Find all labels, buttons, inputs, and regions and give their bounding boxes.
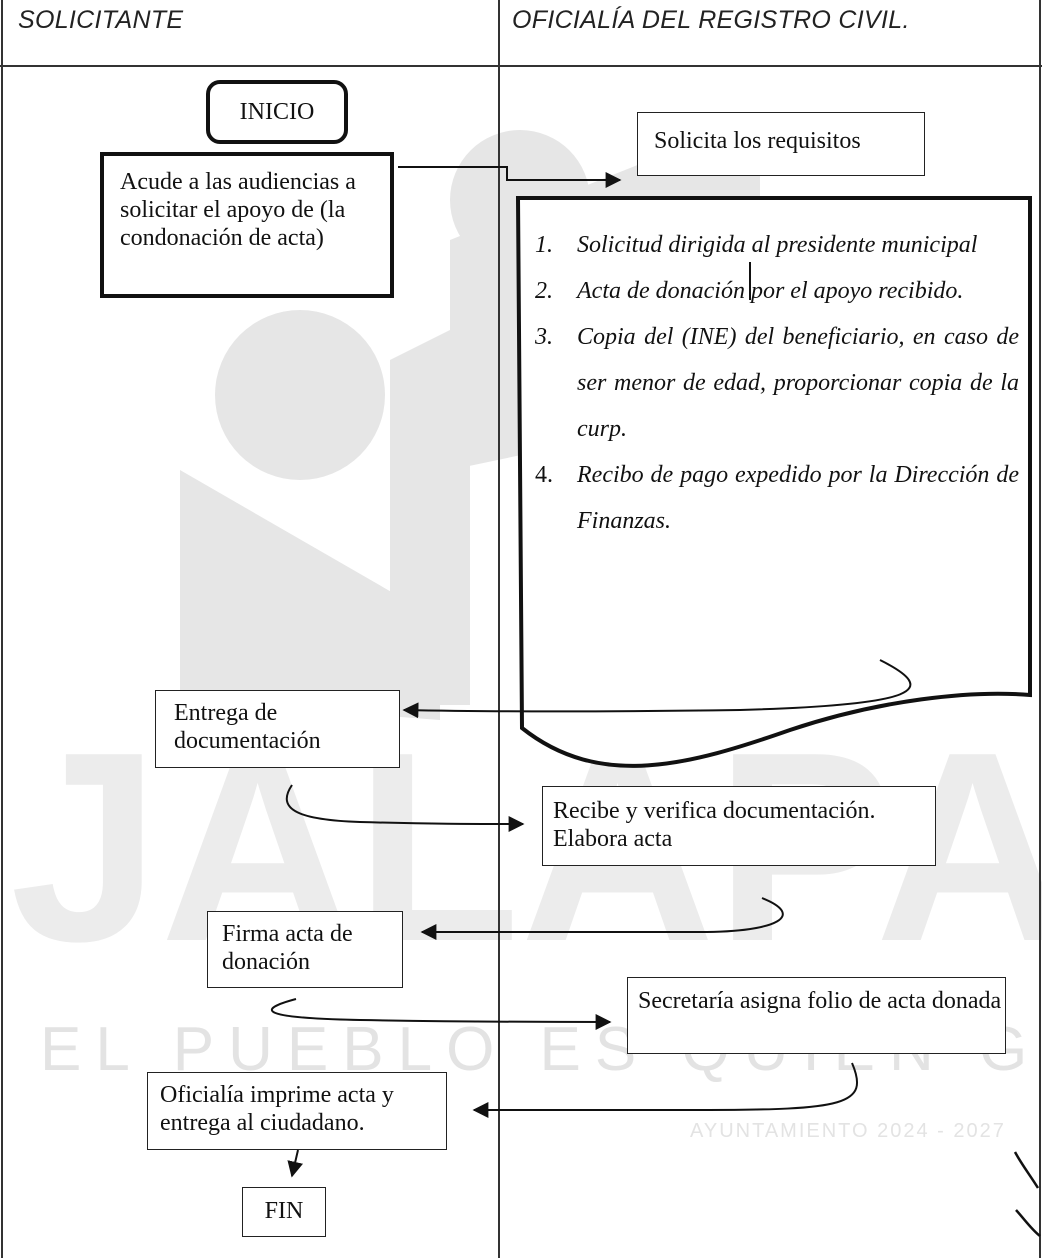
- node-solicita-requisitos: Solicita los requisitos: [637, 112, 925, 176]
- watermark-sub: AYUNTAMIENTO 2024 - 2027: [690, 1120, 1006, 1142]
- requirement-item: 3. Copia del (INE) del beneficiario, en c…: [535, 314, 1019, 452]
- arrow-requisitos-to-entrega: [402, 659, 912, 719]
- lane-header-solicitante: SOLICITANTE: [18, 6, 184, 34]
- margin-pen-stroke: [1013, 1151, 1040, 1189]
- arrow-acude-to-solicita: [398, 166, 622, 188]
- requirement-text: Acta de donación por el apoyo recibido.: [577, 278, 964, 304]
- node-entrega-documentacion: Entrega de documentación: [155, 690, 400, 768]
- arrow-oficialia-to-fin: [287, 1149, 304, 1178]
- requirement-item: 2. Acta de donación por el apoyo recibido…: [535, 268, 1019, 314]
- requirement-item: 1. Solicitud dirigida al presidente munic…: [535, 222, 1019, 268]
- requirement-text: Copia del (INE) del beneficiario, en cas…: [577, 324, 1019, 442]
- requirement-number: 4.: [535, 462, 553, 488]
- arrow-secretaria-to-oficialia: [472, 1062, 859, 1118]
- node-fin: FIN: [242, 1187, 326, 1237]
- node-recibe-verifica: Recibe y verifica documentación. Elabora…: [542, 786, 936, 866]
- requirement-text: Recibo de pago expedido por la Dirección…: [577, 462, 1019, 534]
- requirement-number: 1.: [535, 232, 553, 258]
- node-inicio: INICIO: [206, 80, 348, 144]
- node-secretaria-folio: Secretaría asigna folio de acta donada: [627, 977, 1006, 1054]
- node-firma-acta: Firma acta de donación: [207, 911, 403, 988]
- arrow-firma-to-secretaria: [270, 998, 612, 1030]
- margin-pen-stroke: [1015, 1209, 1041, 1237]
- lane-header-oficialia: OFICIALÍA DEL REGISTRO CIVIL.: [512, 6, 910, 34]
- requirements-list: 1. Solicitud dirigida al presidente munic…: [535, 222, 1019, 544]
- node-acude: Acude a las audiencias a solicitar el ap…: [100, 152, 394, 298]
- requirement-item: 4. Recibo de pago expedido por la Direcci…: [535, 452, 1019, 544]
- arrow-entrega-to-recibe: [285, 784, 525, 832]
- node-oficialia-imprime: Oficialía imprime acta y entrega al ciud…: [147, 1072, 447, 1150]
- requirement-text: Solicitud dirigida al presidente municip…: [577, 232, 978, 258]
- arrow-recibe-to-firma: [420, 897, 784, 940]
- requirement-number: 2.: [535, 278, 553, 304]
- requirement-number: 3.: [535, 324, 553, 350]
